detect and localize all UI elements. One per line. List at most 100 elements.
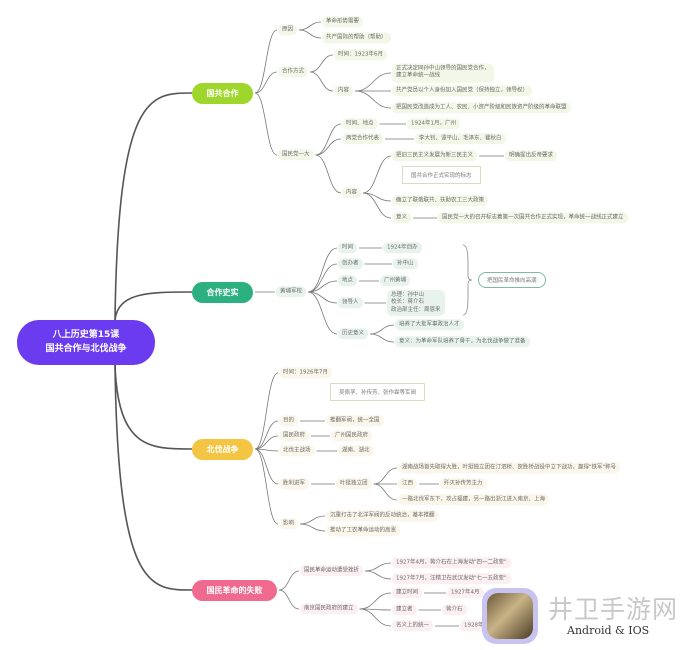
topic-node[interactable]: 孙中山 bbox=[393, 258, 418, 270]
topic-node[interactable]: 影响 bbox=[279, 518, 299, 530]
topic-label: 1927年4月 bbox=[451, 589, 480, 596]
topic-label: 国民政府 bbox=[283, 432, 306, 439]
topic-node[interactable]: 名义上的统一 bbox=[392, 620, 434, 632]
topic-node[interactable]: 1924年创办 bbox=[383, 242, 422, 254]
watermark-logo-icon bbox=[482, 588, 538, 644]
topic-node[interactable]: 原因 bbox=[278, 24, 298, 36]
topic-node[interactable]: 推翻军阀，统一全国 bbox=[326, 415, 384, 427]
topic-node[interactable]: 意义 bbox=[392, 212, 412, 224]
topic-node[interactable]: 确立了联俄联共、扶助农工三大政策 bbox=[392, 195, 489, 207]
branch-topic[interactable]: 国共合作 bbox=[192, 82, 253, 104]
topic-node[interactable]: 建立时间 bbox=[392, 587, 423, 599]
topic-node[interactable]: 1924年1月，广州 bbox=[407, 118, 460, 130]
callout-note: 把国民革命推向高潮 bbox=[478, 272, 546, 288]
topic-label: 国民党一大 bbox=[282, 151, 310, 158]
topic-node[interactable]: 歼灭孙传芳主力 bbox=[440, 478, 487, 490]
topic-label: 歼灭孙传芳主力 bbox=[444, 480, 483, 487]
topic-node[interactable]: 湖南、湖北 bbox=[338, 445, 374, 457]
topic-node[interactable]: 推动了工农革命运动的高涨 bbox=[326, 525, 401, 537]
topic-node[interactable]: 叶挺独立团 bbox=[336, 478, 372, 490]
topic-node[interactable]: 意义：为革命军队培养了骨干，为北伐战争做了准备 bbox=[395, 336, 530, 348]
topic-node[interactable]: 革命形势需要 bbox=[322, 16, 364, 28]
connector-line bbox=[254, 92, 278, 156]
topic-label: 李大钊、谭平山、毛泽东、瞿秋白 bbox=[419, 135, 502, 142]
topic-label: 影响 bbox=[283, 520, 295, 527]
topic-node[interactable]: 广州黄埔 bbox=[380, 275, 411, 287]
topic-node[interactable]: 北伐主战场 bbox=[279, 445, 315, 457]
callout-note: 国共合作正式实现的标志 bbox=[402, 166, 481, 184]
topic-node[interactable]: 总理：孙中山校长：蒋介石政治部主任：周恩来 bbox=[387, 289, 445, 317]
topic-node[interactable]: 1928年 bbox=[460, 620, 488, 632]
topic-label: 时间、地点 bbox=[346, 120, 374, 127]
topic-label: 目的 bbox=[283, 417, 295, 424]
topic-node[interactable]: 国民党一大 bbox=[278, 149, 314, 161]
topic-node[interactable]: 一路北伐军东下，攻占福建，另一路出浙江进入南京、上海 bbox=[398, 494, 550, 506]
topic-node[interactable]: 领导人 bbox=[338, 297, 363, 309]
topic-node[interactable]: 湖南战场首先取得大胜，叶挺独立团在汀泗桥、贺胜桥战役中立下战功，赢得"铁军"称号 bbox=[398, 462, 621, 474]
connector-line bbox=[254, 448, 279, 452]
connector-line bbox=[307, 291, 338, 335]
topic-node[interactable]: 两党合作代表 bbox=[342, 133, 384, 145]
topic-node[interactable]: 1927年4月 bbox=[447, 587, 484, 599]
topic-node[interactable]: 1927年4月，蒋介石在上海发动"四一二政变" bbox=[392, 557, 511, 569]
connector-line bbox=[307, 263, 338, 293]
topic-node[interactable]: 黄埔军校 bbox=[276, 286, 307, 298]
topic-label: 创办者 bbox=[342, 260, 359, 267]
topic-node[interactable]: 正式决定同孙中山领导的国民党合作，建立革命统一战线 bbox=[392, 63, 494, 83]
topic-node[interactable]: 共产党员以个人身份加入国民党（保持独立，领导权） bbox=[392, 85, 533, 97]
topic-node[interactable]: 胜利进军 bbox=[279, 478, 310, 490]
topic-node[interactable]: 江西 bbox=[398, 478, 418, 490]
topic-node[interactable]: 历史意义 bbox=[338, 328, 369, 340]
topic-node[interactable]: 共产国际的帮助（帮助） bbox=[322, 32, 391, 44]
topic-label: 意义：为革命军队培养了骨干，为北伐战争做了准备 bbox=[399, 338, 526, 345]
topic-node[interactable]: 国民革命运动遭受挫折 bbox=[300, 565, 364, 577]
topic-node[interactable]: 创办者 bbox=[338, 258, 363, 270]
topic-label: 1928年 bbox=[464, 622, 484, 629]
connector-line bbox=[254, 372, 279, 450]
topic-node[interactable]: 时间：1926年7月 bbox=[279, 367, 332, 379]
topic-node[interactable]: 合作方式 bbox=[278, 66, 309, 78]
topic-label: 1924年1月，广州 bbox=[411, 120, 456, 127]
connector-line bbox=[254, 448, 279, 525]
connector-line bbox=[300, 523, 326, 532]
topic-node[interactable]: 蒋介石 bbox=[442, 604, 467, 616]
connector-line bbox=[362, 192, 392, 219]
topic-node[interactable]: 国民党一大的召开标志着第一次国共合作正式实现，革命统一战线正式建立 bbox=[438, 212, 628, 224]
topic-node[interactable]: 沉重打击了北洋军阀的反动统治，基本推翻 bbox=[326, 510, 439, 522]
connector-line bbox=[308, 280, 338, 293]
topic-label: 建立者 bbox=[396, 606, 413, 613]
topic-node[interactable]: 建立者 bbox=[392, 604, 417, 616]
topic-node[interactable]: 把旧三民主义发展为新三民主义 bbox=[392, 150, 478, 162]
topic-node[interactable]: 南京国民政府的建立 bbox=[300, 603, 358, 615]
topic-node[interactable]: 李大钊、谭平山、毛泽东、瞿秋白 bbox=[415, 133, 506, 145]
root-topic[interactable]: 八上历史第15课 国共合作与北伐战争 bbox=[17, 320, 155, 365]
branch-topic[interactable]: 合作史实 bbox=[192, 281, 253, 303]
topic-node[interactable]: 地点 bbox=[338, 275, 358, 287]
topic-node[interactable]: 时间、地点 bbox=[342, 118, 378, 130]
topic-label: 确立了联俄联共、扶助农工三大政策 bbox=[396, 197, 485, 204]
topic-node[interactable]: 目的 bbox=[279, 415, 299, 427]
topic-label: 江西 bbox=[402, 480, 414, 487]
topic-label: 时间：1926年7月 bbox=[283, 369, 328, 376]
topic-label: 把国民党改造成为工人、农民、小资产阶级和民族资产阶级的革命联盟 bbox=[396, 104, 567, 111]
topic-node[interactable]: 内容 bbox=[342, 187, 362, 199]
topic-label: 总理：孙中山 bbox=[391, 291, 425, 298]
topic-node[interactable]: 内容 bbox=[334, 85, 354, 97]
topic-node[interactable]: 明确提出反帝要求 bbox=[505, 150, 558, 162]
topic-node[interactable]: 广州国民政府 bbox=[331, 430, 373, 442]
topic-node[interactable]: 国民政府 bbox=[279, 430, 310, 442]
topic-label: 政治部主任：周恩来 bbox=[391, 306, 441, 313]
topic-node[interactable]: 时间：1923年6月 bbox=[334, 49, 387, 61]
topic-node[interactable]: 培养了大批军事政治人才 bbox=[395, 319, 464, 331]
topic-label: 合作方式 bbox=[282, 68, 305, 75]
topic-node[interactable]: 把国民党改造成为工人、农民、小资产阶级和民族资产阶级的革命联盟 bbox=[392, 102, 571, 114]
branch-topic[interactable]: 国民革命的失败 bbox=[192, 579, 277, 601]
topic-node[interactable]: 1927年7月，汪精卫在武汉发动"七一五政变" bbox=[392, 573, 511, 585]
connector-line bbox=[373, 483, 398, 501]
connector-line bbox=[254, 448, 279, 485]
branch-topic[interactable]: 北伐战争 bbox=[192, 438, 253, 460]
connector-line bbox=[462, 244, 473, 316]
topic-node[interactable]: 时间 bbox=[338, 242, 358, 254]
connector-line bbox=[315, 138, 342, 156]
topic-label: 时间：1923年6月 bbox=[338, 51, 383, 58]
